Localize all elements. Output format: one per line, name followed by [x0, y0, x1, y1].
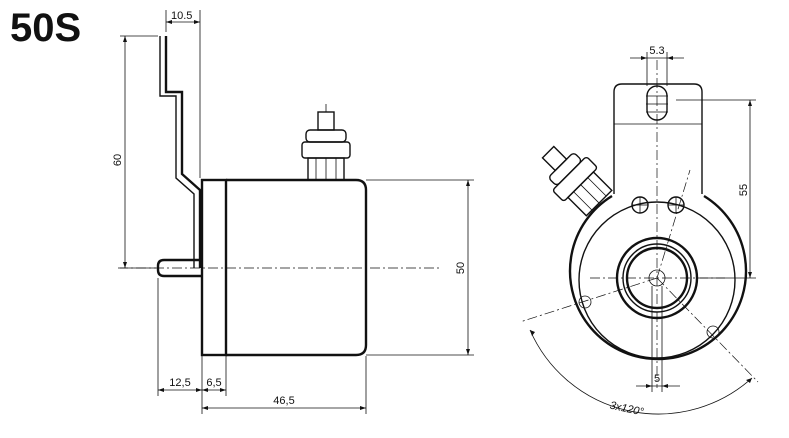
tether-bracket — [164, 36, 202, 268]
dim-bracket-height: 60 — [112, 154, 124, 166]
hole-axis — [656, 169, 691, 279]
dim-shaft-length: 12,5 — [169, 377, 190, 389]
side-view: 10.5 60 50 12,5 6,5 46,5 — [112, 10, 474, 414]
dim-flange-thickness: 6,5 — [206, 377, 221, 389]
arrowheads — [123, 20, 470, 410]
tether-plate — [613, 83, 703, 194]
front-arrowheads — [530, 56, 752, 388]
angle-arc — [529, 329, 753, 415]
mounting-screw — [631, 196, 649, 214]
drawing-title: 50S — [10, 6, 82, 50]
flange-ring — [578, 201, 736, 359]
hole-axis — [656, 277, 759, 383]
mounting-screw — [667, 196, 685, 214]
cable-gland — [301, 104, 351, 181]
front-cable-gland — [541, 145, 613, 217]
dim-slot-width: 5.3 — [649, 45, 664, 57]
dim-body-length: 46,5 — [273, 395, 294, 407]
housing-body — [226, 178, 368, 357]
mounting-hole — [706, 325, 720, 339]
front-view: 5.3 55 5 3x120° — [519, 45, 759, 419]
hole-axis — [519, 277, 658, 323]
tether-bracket-inner — [159, 36, 195, 268]
dim-bore-offset: 5 — [654, 373, 660, 385]
dim-flange-offset: 10.5 — [171, 10, 192, 22]
dim-hole-pattern: 3x120° — [609, 400, 646, 419]
flange — [200, 178, 228, 357]
dim-tether-height: 55 — [738, 184, 750, 196]
dim-body-height: 50 — [455, 262, 467, 274]
mounting-hole — [578, 295, 592, 309]
housing-outline — [568, 194, 748, 361]
